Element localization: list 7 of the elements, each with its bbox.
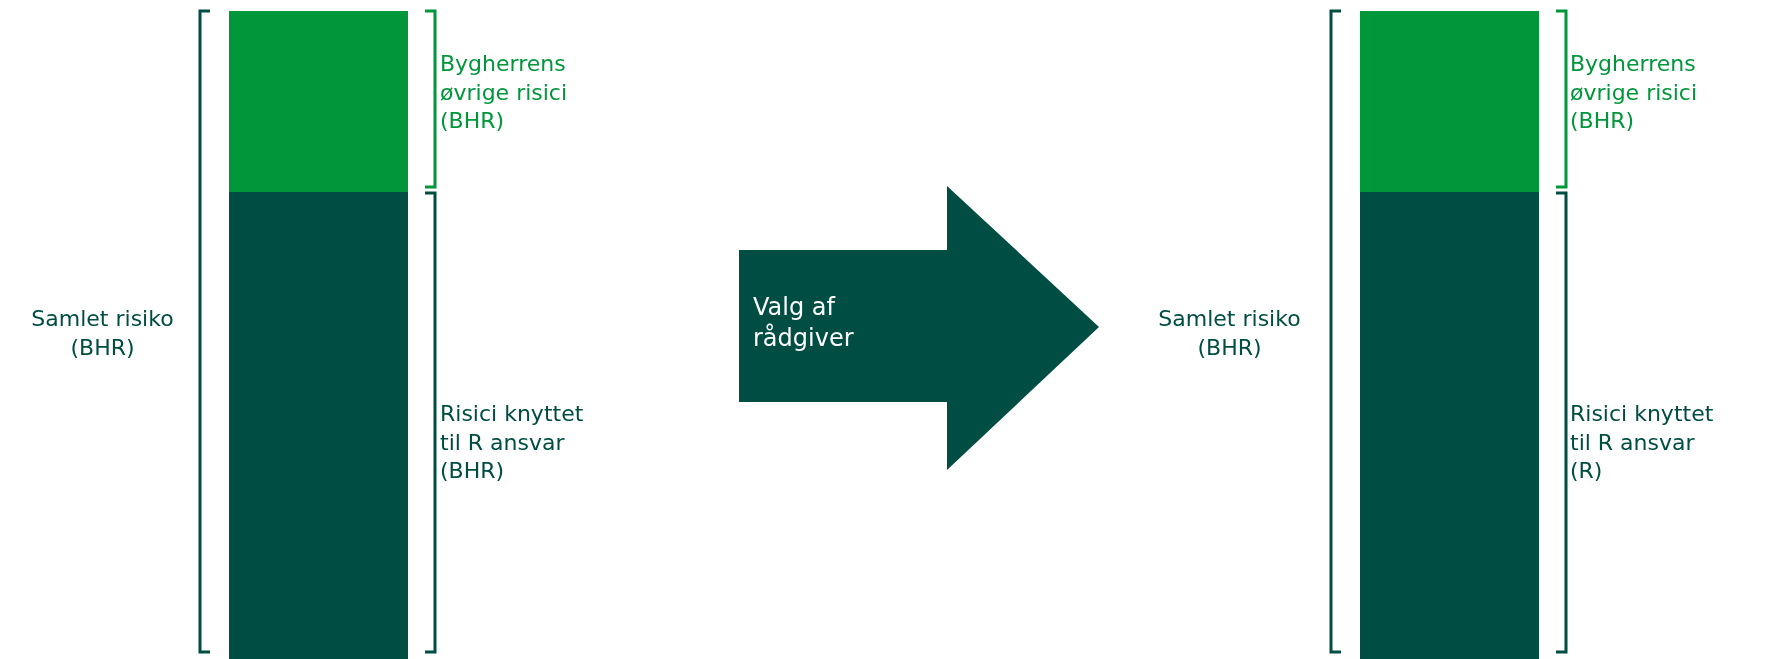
bracket-label: Samlet risiko (BHR): [30, 305, 175, 362]
bracket-label: Bygherrens øvrige risici (BHR): [440, 50, 569, 136]
bracket-label: Bygherrens øvrige risici (BHR): [1570, 50, 1699, 136]
bracket-label: Risici knyttet til R ansvar (R): [1570, 400, 1715, 486]
bracket-label: Risici knyttet til R ansvar (BHR): [440, 400, 585, 486]
bracket-label: Samlet risiko (BHR): [1157, 305, 1302, 362]
arrow-label: Valg af rådgiver: [753, 292, 855, 355]
